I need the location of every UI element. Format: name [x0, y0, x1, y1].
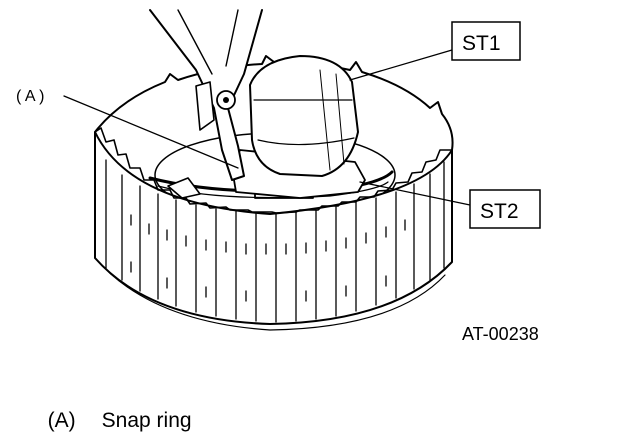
- figure-id: AT-00238: [462, 324, 539, 344]
- label-st1: ST1: [462, 32, 501, 55]
- legend-key: (A): [47, 409, 76, 432]
- leader-a: [63, 95, 239, 169]
- st1-tool: [249, 55, 359, 177]
- st2-label-box: [469, 189, 541, 229]
- st1-label-box: [451, 21, 521, 61]
- leader-st2: [359, 181, 471, 206]
- label-a: ( A ): [16, 88, 44, 105]
- legend-text: Snap ring: [101, 409, 192, 432]
- spline-slots: [130, 214, 406, 302]
- drum-splines: [105, 159, 445, 323]
- drum-front-serration: [94, 127, 453, 214]
- label-st2: ST2: [480, 200, 519, 223]
- base-outline: [94, 257, 446, 331]
- leader-st1: [349, 49, 453, 81]
